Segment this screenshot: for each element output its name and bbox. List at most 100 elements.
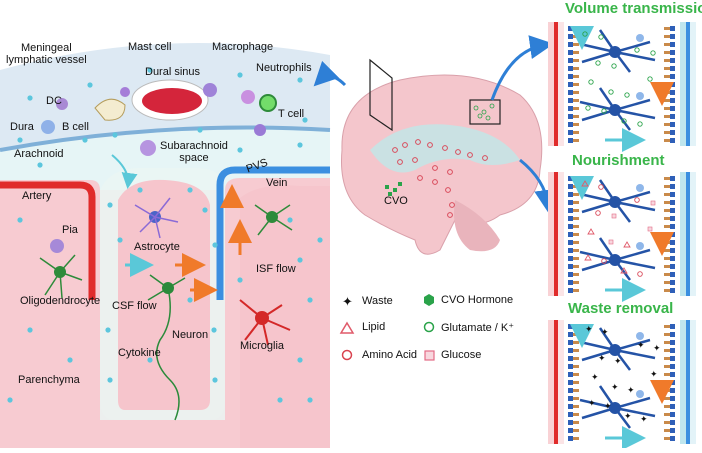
panel-particle xyxy=(601,108,607,114)
meninges-panel xyxy=(0,43,331,448)
panel-particle xyxy=(623,241,631,248)
panel-particle xyxy=(588,79,594,85)
neutrophil xyxy=(241,90,255,104)
mast-cell xyxy=(120,87,130,97)
lipid-symbol xyxy=(339,321,355,334)
label-t-cell: T cell xyxy=(278,108,305,120)
panel-particle: ✦ xyxy=(611,383,619,393)
cytokine-dot xyxy=(105,327,111,333)
cytokine-dot xyxy=(211,327,217,333)
amino-acid-particle xyxy=(427,142,433,148)
brain-particles xyxy=(385,103,495,218)
panel-particle: ✦ xyxy=(640,415,648,425)
dural-sinus-blood xyxy=(142,88,202,114)
cytokine-dot xyxy=(67,357,73,363)
brain-illustration xyxy=(313,35,559,255)
panel-particle xyxy=(582,31,588,37)
panel-particle: ✦ xyxy=(627,386,635,396)
cvo-hormone-symbol xyxy=(424,294,434,306)
function-panel xyxy=(548,22,696,152)
panel-particle xyxy=(620,267,628,274)
cerebellum xyxy=(454,200,500,252)
label-cvo: CVO xyxy=(384,195,408,207)
panel-particle xyxy=(624,92,630,98)
cytokine-dot xyxy=(82,137,88,143)
amino-acid-particle xyxy=(417,175,423,181)
panel-particle: ✦ xyxy=(601,328,609,338)
microglia-processes xyxy=(239,299,291,346)
zoom-box xyxy=(469,99,501,125)
legend-glutamate: Glutamate / K⁺ xyxy=(441,322,515,334)
amino-acid-symbol xyxy=(341,349,353,361)
title-volume-transmission: Volume transmission xyxy=(565,0,702,17)
cytokine-dot xyxy=(202,207,208,213)
brain-outline xyxy=(340,74,543,255)
glutamate-particle xyxy=(481,109,487,115)
panel-particle xyxy=(634,197,640,203)
legend-waste: Waste xyxy=(362,295,393,307)
amino-acid-particle xyxy=(402,142,408,148)
csf-inflow-arrow xyxy=(111,154,138,189)
subarachnoid-space xyxy=(0,126,330,190)
parenchyma-lobe xyxy=(118,179,210,410)
legend-cvo-hormone: CVO Hormone xyxy=(441,294,514,306)
label-neuron: Neuron xyxy=(172,329,209,341)
cytokine-dot xyxy=(107,202,113,208)
label-dc: DC xyxy=(46,95,62,107)
label-csf-flow: CSF flow xyxy=(112,300,157,312)
cytokine-dot xyxy=(212,242,218,248)
amino-acid-particle xyxy=(415,139,421,145)
legend-symbols: ✦ xyxy=(339,294,435,361)
astrocyte-processes xyxy=(134,197,179,239)
amino-acid-particle xyxy=(412,157,418,163)
amino-acid-particle xyxy=(447,169,453,175)
cytokine-dot xyxy=(307,397,313,403)
cytokine-dot xyxy=(17,137,23,143)
panel-particle xyxy=(598,184,604,190)
cytokine-dot xyxy=(17,217,23,223)
label-isf-flow: ISF flow xyxy=(256,263,296,275)
cytokine-dot xyxy=(297,357,303,363)
dendritic-cell xyxy=(56,98,68,110)
t-cell xyxy=(259,94,277,112)
arrow-to-nourishment xyxy=(519,158,559,214)
cytokine-dot xyxy=(237,72,243,78)
panel-particle: ✦ xyxy=(604,402,612,412)
glucose-symbol xyxy=(424,350,435,361)
panel-particle: ✦ xyxy=(653,344,661,354)
neuron-axon xyxy=(147,274,186,421)
panel-particle: ✦ xyxy=(598,354,606,364)
arrow-to-left xyxy=(313,60,347,87)
panel-particle xyxy=(647,226,653,232)
panel-particle xyxy=(608,239,614,245)
title-nourishment: Nourishment xyxy=(572,152,665,169)
legend-glucose: Glucose xyxy=(441,349,482,361)
legend-amino-acid: Amino Acid xyxy=(362,349,418,361)
label-vein: Vein xyxy=(266,177,288,189)
label-dural-sinus: Dural sinus xyxy=(145,66,201,78)
cytokine-dot xyxy=(147,357,153,363)
cytokine-dot xyxy=(87,82,93,88)
cytokine-dot xyxy=(147,67,153,73)
cytokine-dot xyxy=(287,217,293,223)
panel-particle xyxy=(601,258,607,264)
hormone-particle xyxy=(398,182,402,186)
cytokine-dot xyxy=(187,187,193,193)
label-meningeal-lymphatic-vessel: Meningeal lymphatic vessel xyxy=(6,42,87,66)
legend-lipid: Lipid xyxy=(362,321,386,333)
cytokine-dot xyxy=(237,147,243,153)
cytokine-dot xyxy=(297,77,303,83)
label-astrocyte: Astrocyte xyxy=(134,241,180,253)
parenchyma-lobe-right xyxy=(240,185,330,448)
oligodendrocyte-processes xyxy=(39,254,83,299)
cytokine-dot xyxy=(137,187,143,193)
right-panels: ✦✦✦✦✦✦✦✦✦✦✦✦✦✦ xyxy=(548,22,696,450)
cytokine-dot xyxy=(27,95,33,101)
panel-particle xyxy=(587,228,595,235)
label-subarachnoid-space: Subarachnoid space xyxy=(160,140,228,164)
amino-acid-particle xyxy=(397,159,403,165)
cytokine-dot xyxy=(237,277,243,283)
function-panel: ✦✦✦✦✦✦✦✦✦✦✦✦✦✦ xyxy=(548,320,696,450)
label-mast-cell: Mast cell xyxy=(128,41,172,53)
